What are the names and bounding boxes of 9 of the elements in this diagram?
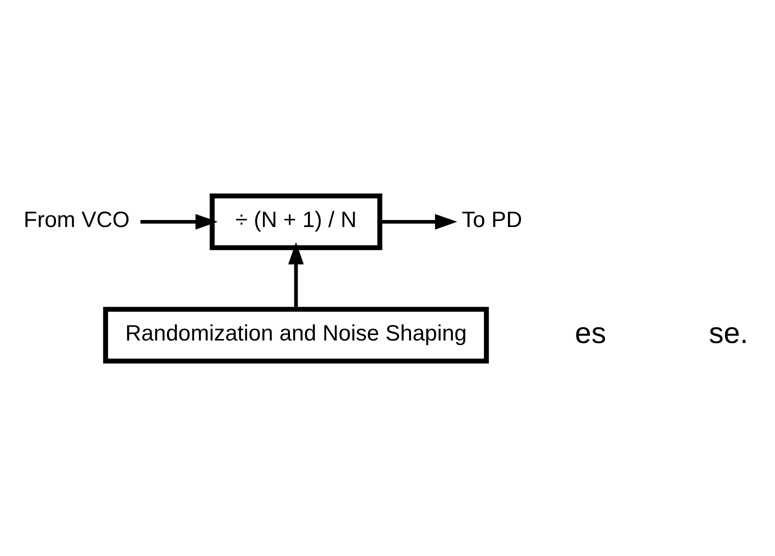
node-box: Randomization and Noise Shaping: [103, 306, 489, 364]
node-text: From VCO: [24, 206, 130, 232]
label: se.: [708, 316, 748, 350]
node-box: ÷ (N + 1) / N: [210, 192, 382, 250]
label: es: [574, 316, 606, 350]
arrow: [288, 242, 304, 308]
arrow: [140, 214, 218, 230]
node-text: To PD: [462, 206, 522, 232]
arrow: [380, 214, 458, 230]
